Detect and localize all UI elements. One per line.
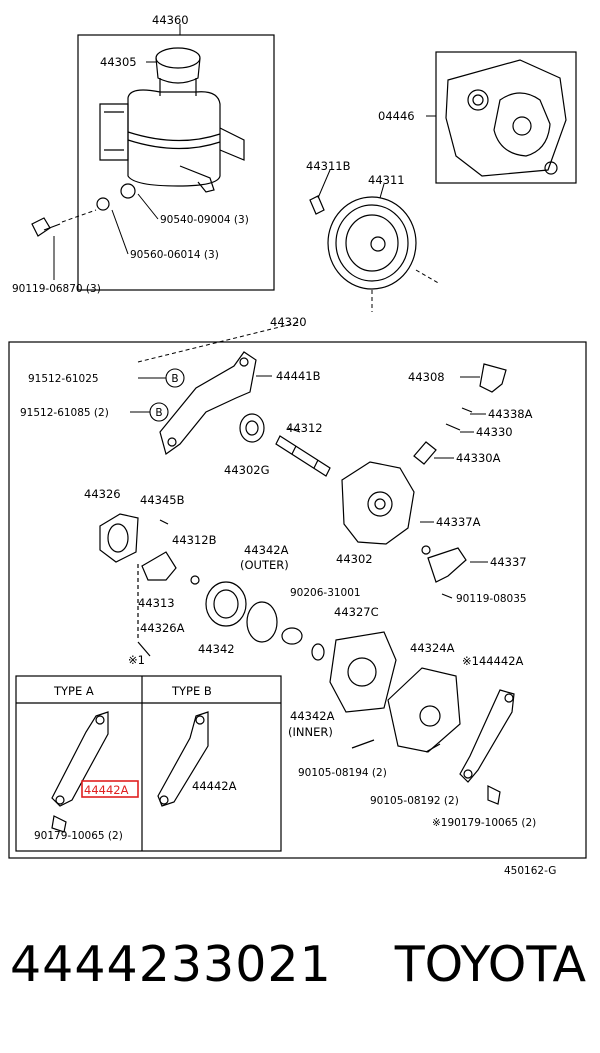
label-44441b: 44441B <box>276 369 321 383</box>
reservoir-box <box>77 34 275 291</box>
valve-illustration <box>413 363 507 465</box>
reference-code: 450162-G <box>504 865 556 877</box>
label-44337: 44337 <box>490 555 527 569</box>
highlight-box <box>81 780 139 798</box>
part-labels: 44360 44305 90540-09004 (3) 90560-06014 … <box>12 13 556 877</box>
union-illustration <box>421 545 467 599</box>
label-outer: (OUTER) <box>240 558 289 572</box>
label-90560: 90560-06014 (3) <box>130 249 219 261</box>
gasket-plate-illustration <box>445 59 567 177</box>
label-44442a-type-a: 44442A <box>84 783 129 797</box>
label-44305: 44305 <box>100 55 137 69</box>
label-44320: 44320 <box>270 315 307 329</box>
label-44312: 44312 <box>286 421 323 435</box>
label-44337a: 44337A <box>436 515 481 529</box>
label-90119-08035: 90119-08035 <box>456 593 527 605</box>
label-44302g: 44302G <box>224 463 270 477</box>
label-90105-08192: 90105-08192 (2) <box>370 795 459 807</box>
label-04446: 04446 <box>378 109 415 123</box>
label-44342a-outer: 44342A <box>244 543 289 557</box>
label-44342: 44342 <box>198 642 235 656</box>
label-44360: 44360 <box>152 13 189 27</box>
label-144442a: ※144442A <box>462 654 524 668</box>
label-44338a: 44338A <box>488 407 533 421</box>
bracket-type-b-illustration <box>157 711 209 807</box>
label-90179: 90179-10065 (2) <box>34 830 123 842</box>
label-type-a: TYPE A <box>53 684 94 698</box>
svg-text:B: B <box>155 407 162 419</box>
plate-box <box>435 51 577 184</box>
part-number: 4444233021 <box>10 936 332 993</box>
label-type-b: TYPE B <box>171 684 212 698</box>
parts-diagram: B B 44360 44305 90540-09004 (3) 90560-06… <box>8 13 587 877</box>
label-44326: 44326 <box>84 487 121 501</box>
bracket-44441b-illustration <box>159 351 257 455</box>
label-44327c: 44327C <box>334 605 379 619</box>
label-90540: 90540-09004 (3) <box>160 214 249 226</box>
label-44330: 44330 <box>476 425 513 439</box>
bolt-90119-illustration <box>31 217 61 237</box>
type-box <box>15 675 282 852</box>
pump-body-illustration <box>341 461 415 545</box>
label-inner: (INNER) <box>288 725 333 739</box>
reservoir-illustration <box>96 47 245 211</box>
bracket-type-a-illustration <box>51 711 109 833</box>
svg-text:B: B <box>171 373 178 385</box>
shaft-illustration <box>239 413 331 477</box>
brand-name: TOYOTA <box>394 936 586 993</box>
gasket-44327c-illustration <box>329 631 397 713</box>
label-190179: ※190179-10065 (2) <box>432 817 536 829</box>
label-44312b: 44312B <box>172 533 217 547</box>
label-44345b: 44345B <box>140 493 185 507</box>
label-44442a-type-b: 44442A <box>192 779 237 793</box>
leader-lines <box>53 24 488 563</box>
label-44330a: 44330A <box>456 451 501 465</box>
label-note1: ※1 <box>128 653 145 667</box>
bearing-44342-illustration <box>205 581 325 661</box>
pump-box <box>8 341 587 859</box>
label-91512-61085: 91512-61085 (2) <box>20 407 109 419</box>
label-44342a-inner: 44342A <box>290 709 335 723</box>
label-91512-61025: 91512-61025 <box>28 373 99 385</box>
label-90105-08194: 90105-08194 (2) <box>298 767 387 779</box>
cover-illustration <box>351 667 461 753</box>
b-marker-2: B <box>149 402 169 422</box>
b-marker-1: B <box>165 368 185 388</box>
pulley-illustration <box>309 195 417 290</box>
bracket-right-illustration <box>459 689 515 805</box>
label-90119-06870: 90119-06870 (3) <box>12 283 101 295</box>
label-44311b: 44311B <box>306 159 351 173</box>
label-44313: 44313 <box>138 596 175 610</box>
label-44311: 44311 <box>368 173 405 187</box>
cam-ring-illustration <box>99 513 200 657</box>
label-44308: 44308 <box>408 370 445 384</box>
label-44324a: 44324A <box>410 641 455 655</box>
footer: 4444233021 TOYOTA <box>0 930 600 1020</box>
label-44326a: 44326A <box>140 621 185 635</box>
label-90206: 90206-31001 <box>290 587 361 599</box>
label-44302: 44302 <box>336 552 373 566</box>
